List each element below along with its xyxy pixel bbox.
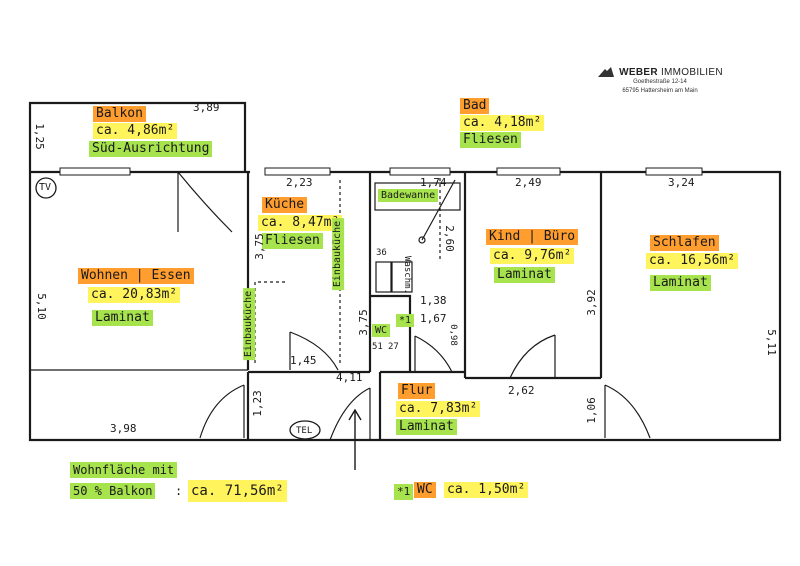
window-bad <box>389 167 451 176</box>
dim-flur-height: 1,23 <box>250 390 264 417</box>
dim-kind-width: 2,49 <box>515 176 542 189</box>
dim-bad-138: 1,38 <box>420 294 447 307</box>
dim-wc-51: 51 <box>372 342 383 352</box>
kind-area: ca. 9,76m² <box>490 248 575 264</box>
sink <box>375 261 392 293</box>
flur-name: Flur <box>398 383 436 399</box>
window-wohnen <box>59 167 131 176</box>
house-icon <box>598 67 615 77</box>
summary-line2: 50 % Balkon <box>70 483 156 499</box>
window-kind <box>496 167 561 176</box>
wohnen-area: ca. 20,83m² <box>88 287 181 303</box>
kueche-name: Küche <box>262 197 308 213</box>
bad-fixture-point <box>418 236 426 244</box>
flur-area: ca. 7,83m² <box>396 401 481 417</box>
tel-label: TEL <box>296 426 313 436</box>
dim-bad-height: 2,60 <box>442 225 456 252</box>
balkon-name: Balkon <box>93 106 146 122</box>
company-street: Goethestraße 12-14 <box>633 79 687 85</box>
bad-area: ca. 4,18m² <box>460 115 545 131</box>
bad-name: Bad <box>460 98 490 114</box>
dim-kueche-width: 2,23 <box>286 176 313 189</box>
dim-kind-height: 3,92 <box>584 289 598 316</box>
wohnen-name: Wohnen | Essen <box>78 268 194 284</box>
flur-floor: Laminat <box>396 419 457 435</box>
kind-name: Kind | Büro <box>486 229 579 245</box>
door-kueche <box>289 331 339 371</box>
circles <box>35 177 321 440</box>
dim-kueche-height: 3,75 <box>252 233 266 260</box>
washer-label: Waschm. <box>401 256 412 294</box>
door-kind <box>509 334 556 379</box>
schlafen-name: Schlafen <box>650 235 719 251</box>
schlafen-area: ca. 16,56m² <box>646 253 739 269</box>
bathtub <box>374 182 461 211</box>
wall-bad-wc <box>370 294 412 372</box>
company-name: WEBER IMMOBILIEN <box>619 66 723 78</box>
dim-wohnen-width: 3,98 <box>110 422 137 435</box>
wc-label: WC <box>372 324 391 337</box>
dim-balkon-width: 3,89 <box>193 101 220 114</box>
summary-wc-label: WC <box>414 482 436 498</box>
schlafen-floor: Laminat <box>650 275 711 291</box>
tv-label: TV <box>39 182 52 193</box>
dim-schlafen-height: 5,11 <box>764 329 778 356</box>
dim-wc-27: 27 <box>388 342 399 352</box>
kueche-unit-1: Einbauküche <box>332 217 345 291</box>
outer-wall <box>28 170 782 442</box>
dim-kueche-height-2: 3,75 <box>356 309 370 336</box>
summary-wc-marker: *1 <box>394 484 414 500</box>
window-kueche <box>264 167 331 176</box>
summary-line1: Wohnfläche mit <box>70 462 178 478</box>
dim-schlafen-width: 3,24 <box>668 176 695 189</box>
wc-marker: *1 <box>396 314 415 327</box>
bad-floor: Fliesen <box>460 132 521 148</box>
kueche-floor: Fliesen <box>262 233 323 249</box>
windows <box>59 167 703 176</box>
tel-outlet <box>289 420 321 440</box>
kueche-area: ca. 8,47m² <box>258 215 343 231</box>
dim-kind-bottom: 1,06 <box>584 397 598 424</box>
dim-wc-098: 0,98 <box>447 324 458 346</box>
company-city: 65795 Hattersheim am Main <box>622 88 698 94</box>
company-logo: WEBER IMMOBILIEN Goethestraße 12-14 6579… <box>585 66 735 96</box>
summary-total: ca. 71,56m² <box>188 480 287 502</box>
door-entry <box>329 387 371 441</box>
kueche-unit-2: Einbauküche <box>243 287 256 361</box>
bathtub-label: Badewanne <box>378 189 439 202</box>
door-wc <box>414 335 453 373</box>
dim-bad-width: 1,74 <box>420 176 447 189</box>
kind-floor: Laminat <box>494 267 555 283</box>
dim-wc-167: 1,67 <box>420 312 447 325</box>
wohnen-floor: Laminat <box>92 310 153 326</box>
door-schlafen <box>604 384 651 439</box>
entry-arrow <box>348 408 362 470</box>
dim-flur-right: 2,62 <box>508 384 535 397</box>
door-wohnen <box>177 171 233 233</box>
dim-wohnen-height: 5,10 <box>34 293 48 320</box>
summary-colon: : <box>175 484 183 498</box>
tv-outlet <box>35 177 57 199</box>
door-wohnen-flur <box>199 384 245 439</box>
dim-balkon-height: 1,25 <box>32 123 46 150</box>
window-schlafen <box>645 167 703 176</box>
dim-flur-width: 4,11 <box>336 371 363 384</box>
washer <box>391 261 413 293</box>
kitchen-counter <box>254 281 285 365</box>
dim-bad-36: 36 <box>376 248 387 258</box>
wall-flur-top <box>248 370 601 380</box>
dim-kueche-bottom: 1,45 <box>290 354 317 367</box>
balcony-outline <box>28 101 247 172</box>
summary-wc-area: ca. 1,50m² <box>444 482 529 498</box>
balkon-note: Süd-Ausrichtung <box>89 141 213 157</box>
balkon-area: ca. 4,86m² <box>93 123 178 139</box>
